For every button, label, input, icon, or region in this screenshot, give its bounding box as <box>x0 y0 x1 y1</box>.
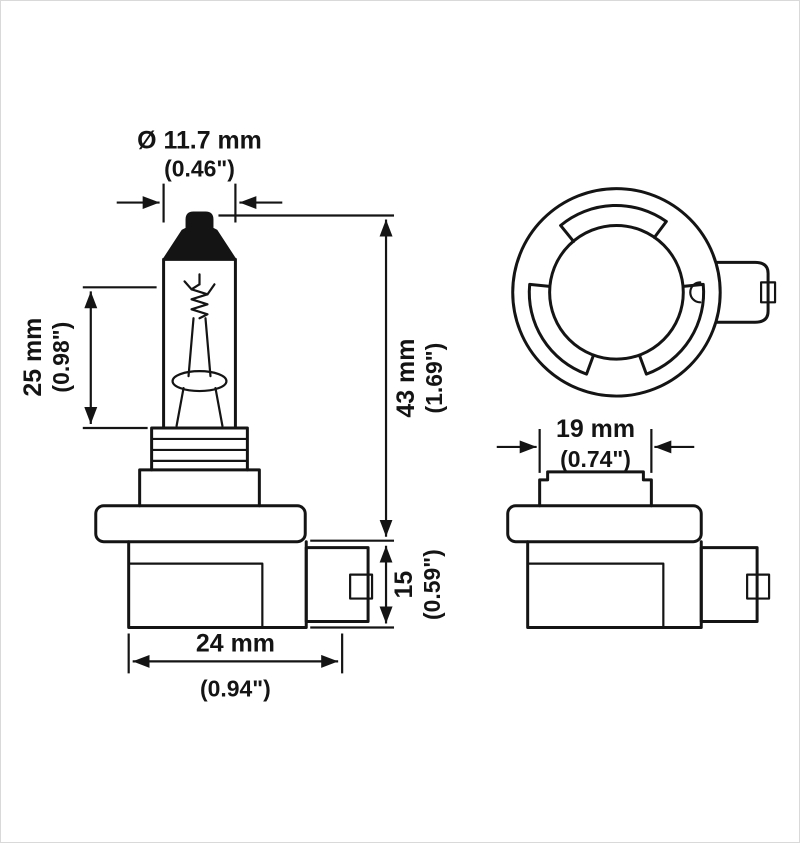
dim-collar-width: 19 mm (0.74") <box>496 415 695 473</box>
front-connector-notch <box>759 281 777 304</box>
overall-length-metric-label: 43 mm <box>392 339 420 418</box>
front-view-ring <box>511 187 777 398</box>
base-width-imperial-label: (0.94") <box>200 675 271 701</box>
side-view-base <box>506 470 771 629</box>
collar-step <box>138 468 261 508</box>
base-body <box>127 540 308 629</box>
ribbed-collar <box>150 426 249 472</box>
dim-base-height: 15 (0.59") <box>310 545 445 629</box>
connector-key-notch-2 <box>746 573 771 600</box>
flange-inner-circle <box>548 223 685 361</box>
bulb-glass-tube <box>162 257 237 430</box>
bulb-diameter-imperial-label: (0.46") <box>164 156 235 182</box>
bulb-diameter-metric-label: Ø 11.7 mm <box>137 127 262 155</box>
glass-length-metric-label: 25 mm <box>19 318 47 397</box>
overall-length-imperial-label: (1.69") <box>421 343 447 414</box>
dim-base-width: 24 mm (0.94") <box>127 629 344 701</box>
flange-outer-circle <box>511 187 722 398</box>
collar-width-imperial-label: (0.74") <box>560 446 631 472</box>
base-body-2 <box>526 540 703 629</box>
dimension-annotations: Ø 11.7 mm (0.46") 25 mm (0.98") 43 mm (1… <box>19 127 695 701</box>
front-view-connector <box>714 260 777 324</box>
base-width-metric-label: 24 mm <box>196 629 275 657</box>
filament-assembly <box>171 273 228 428</box>
base-flange-2 <box>506 504 703 544</box>
connector-key-notch <box>349 573 374 600</box>
base-collar-step <box>538 470 653 508</box>
bulb-tip <box>162 211 237 261</box>
keying-tabs <box>527 203 706 376</box>
dim-bulb-diameter: Ø 11.7 mm (0.46") <box>116 127 283 223</box>
base-height-imperial-label: (0.59") <box>419 549 445 620</box>
base-height-metric-label: 15 <box>390 571 418 599</box>
glass-length-imperial-label: (0.98") <box>48 322 74 393</box>
dim-glass-length: 25 mm (0.98") <box>19 286 157 430</box>
ring-notch <box>689 281 702 304</box>
side-view-bulb <box>94 211 374 629</box>
base-connector <box>304 546 374 623</box>
collar-width-metric-label: 19 mm <box>556 415 635 443</box>
base-flange <box>94 504 307 544</box>
dim-overall-length: 43 mm (1.69") <box>218 214 447 542</box>
base-connector-2 <box>699 546 771 623</box>
